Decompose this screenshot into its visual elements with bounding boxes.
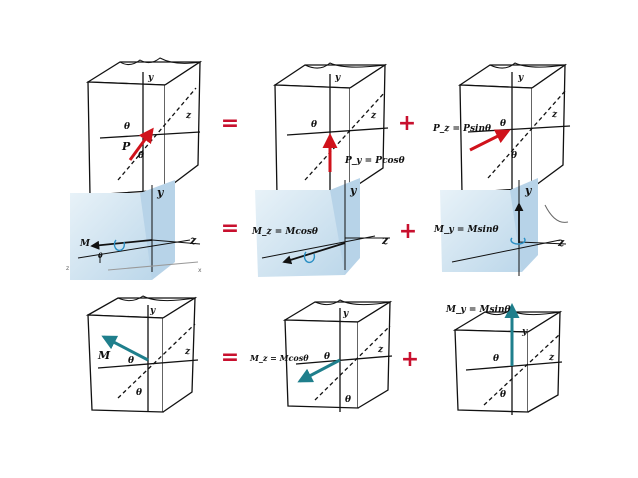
row3-mz-label: M_z = Mcosθ bbox=[249, 353, 309, 363]
row1-b1-theta-label: θ bbox=[124, 122, 130, 132]
row3-b3-theta-label: θ bbox=[493, 354, 499, 364]
row1-b1-y-label: y bbox=[147, 73, 154, 83]
row2-mz-label: M_z = Mcosθ bbox=[251, 227, 318, 237]
moment-M-arrow-row2 bbox=[90, 239, 153, 250]
row1-b2-theta-label: θ bbox=[311, 120, 317, 130]
rotation-icon-row2-b3 bbox=[510, 237, 526, 245]
row2-b1-z-label: z bbox=[189, 234, 197, 247]
row3-b3-z-label: z bbox=[548, 353, 555, 363]
row3-b2-theta-label: θ bbox=[324, 352, 330, 362]
row2-b1-y-label: y bbox=[156, 186, 165, 199]
row3-moment-M-label: M bbox=[97, 349, 111, 362]
row2-b2-z-label: z bbox=[381, 234, 389, 247]
row3-b1-theta2-label: θ bbox=[136, 388, 142, 398]
rotation-icon-row2-b1 bbox=[113, 239, 126, 252]
row2-moment-M-label: M bbox=[79, 239, 91, 249]
row3-b1-z-label: z bbox=[184, 347, 191, 357]
force-P-label: P bbox=[121, 140, 131, 153]
row2-my-label: M_y = Msinθ bbox=[433, 225, 499, 235]
row1-py-label: P_y = Pcosθ bbox=[344, 156, 405, 166]
row1-b1-theta2-label: θ bbox=[138, 151, 144, 161]
moment-Mz-arrow-row2 bbox=[282, 242, 346, 265]
row2-b1-theta-label: θ bbox=[98, 251, 103, 260]
row3-equals: = bbox=[221, 345, 239, 370]
row2-block-3 bbox=[440, 178, 569, 276]
moment-Mz-arrow-row3 bbox=[297, 358, 341, 383]
row3-b2-z-label: z bbox=[377, 345, 384, 355]
row3-block-2 bbox=[282, 299, 393, 412]
row2-block-1 bbox=[70, 180, 201, 280]
row2-equals: = bbox=[221, 216, 239, 241]
row3-b2-theta2-label: θ bbox=[345, 395, 351, 405]
row1-equals: = bbox=[221, 111, 239, 136]
row3-block-3 bbox=[452, 309, 563, 415]
row2-b1-zsmall-label: z bbox=[66, 265, 69, 272]
row3-my-label: M_y = Msinθ bbox=[445, 305, 511, 315]
row3-b1-theta-label: θ bbox=[128, 356, 134, 366]
row2-b1-x-label: x bbox=[198, 267, 202, 274]
force-Pz-arrow bbox=[469, 129, 511, 152]
row3-b3-theta2-label: θ bbox=[500, 390, 506, 400]
row1-b1-z-label: z bbox=[185, 111, 192, 121]
row1-b3-theta2-label: θ bbox=[511, 151, 517, 161]
row2-block-2 bbox=[255, 178, 390, 277]
row2-plus: + bbox=[399, 219, 417, 244]
row1-plus: + bbox=[398, 111, 416, 136]
row3-b3-y-label: y bbox=[521, 327, 528, 337]
rotation-icon-row2-b2 bbox=[303, 251, 316, 264]
row2-b2-y-label: y bbox=[349, 184, 358, 197]
row1-b2-z-label: z bbox=[370, 111, 377, 121]
row3-plus: + bbox=[401, 347, 419, 372]
row3-b1-y-label: y bbox=[149, 306, 156, 316]
row1-block-1 bbox=[85, 57, 203, 198]
row1-block-2 bbox=[272, 62, 389, 198]
row1-pz-label: P_z = Psinθ bbox=[432, 124, 491, 134]
row1-b3-theta-label: θ bbox=[500, 119, 506, 129]
row2-b3-y-label: y bbox=[524, 184, 533, 197]
moment-M-arrow-row3 bbox=[101, 335, 149, 362]
row2-b3-z-label: z bbox=[557, 236, 565, 249]
row1-b2-y-label: y bbox=[334, 73, 341, 83]
row1-b3-y-label: y bbox=[517, 73, 524, 83]
row1-b3-z-label: z bbox=[551, 110, 558, 120]
row3-b2-y-label: y bbox=[342, 309, 349, 319]
force-P-arrow bbox=[128, 127, 154, 161]
